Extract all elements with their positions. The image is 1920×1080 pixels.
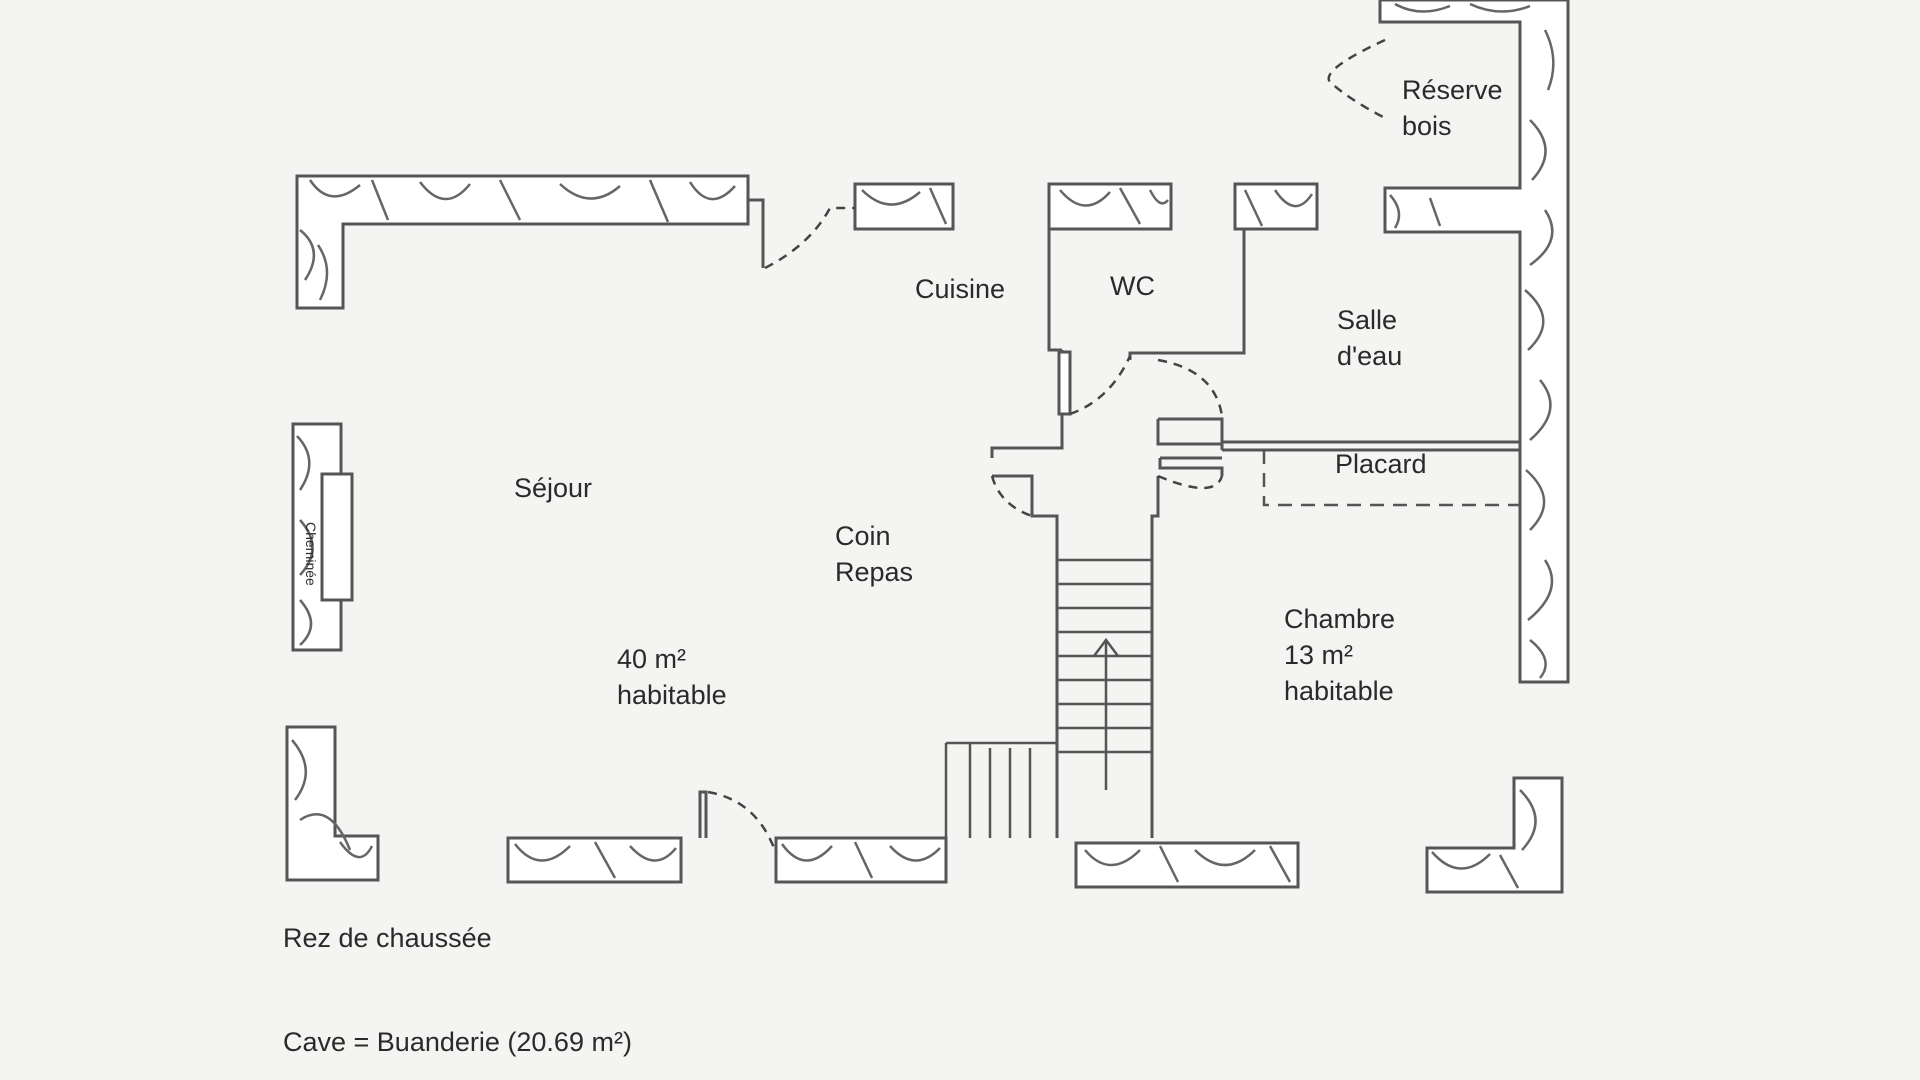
label-wc: WC <box>1110 271 1155 301</box>
label-placard: Placard <box>1335 449 1427 479</box>
label-salle-deau: Salle d'eau <box>1337 305 1403 371</box>
wc-door-swing <box>1069 355 1132 416</box>
stair-door-swing <box>990 475 1033 518</box>
label-chambre: Chambre 13 m² habitable <box>1284 604 1396 706</box>
stair-arrow <box>1093 637 1119 790</box>
wall-wc-top <box>1047 182 1173 231</box>
wall-top-left <box>295 174 750 310</box>
entry-door-swing <box>764 206 855 270</box>
placard-outline <box>1262 450 1520 507</box>
bottom-door-swing <box>707 790 776 849</box>
label-cheminee: Cheminée <box>303 522 319 586</box>
label-reserve: Réserve bois <box>1402 75 1503 141</box>
stone-texture <box>291 2 1555 889</box>
salle-door-swing <box>1157 358 1224 417</box>
kitchen-partition-strip <box>1057 350 1072 416</box>
doors <box>698 38 1520 849</box>
label-sejour-area: 40 m² habitable <box>617 644 727 710</box>
caption-cellar: Cave = Buanderie (20.69 m²) <box>283 1027 632 1057</box>
caption-floor: Rez de chaussée <box>283 923 492 953</box>
placard-shelf <box>1222 440 1520 452</box>
wall-reserve <box>1378 0 1570 684</box>
label-coin-repas: Coin Repas <box>835 521 914 587</box>
wall-top-door-right <box>853 182 955 231</box>
kitchen-partition <box>990 229 1064 838</box>
label-sejour: Séjour <box>514 473 593 503</box>
label-cuisine: Cuisine <box>915 274 1006 304</box>
chimney-hearth <box>320 472 354 602</box>
reserve-door-swing <box>1327 38 1386 120</box>
stair-door-swing-right <box>1157 474 1224 490</box>
stair-right-wall <box>1150 417 1224 838</box>
wall-bottom-right <box>1425 776 1564 894</box>
stone-walls <box>285 0 1570 894</box>
partitions <box>990 229 1520 838</box>
bottom-door-leaf <box>698 790 708 838</box>
entry-door-leaf <box>746 196 765 268</box>
staircase <box>944 558 1152 838</box>
wall-bottom-left <box>285 725 380 882</box>
